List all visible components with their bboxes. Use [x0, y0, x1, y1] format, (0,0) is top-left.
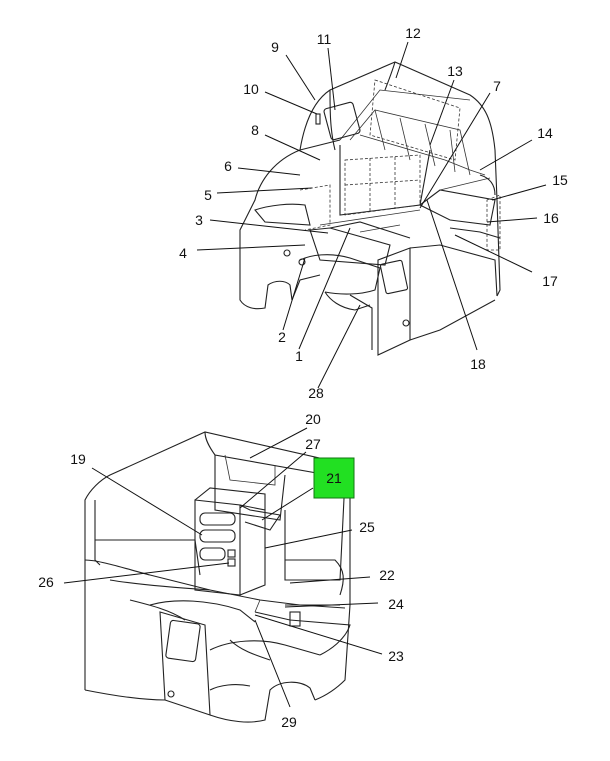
callout-13: 13	[447, 63, 463, 79]
callout-4: 4	[179, 245, 187, 261]
callout-7: 7	[493, 78, 501, 94]
callout-2: 2	[278, 329, 286, 345]
callout-8: 8	[251, 122, 259, 138]
highlight-box-21	[313, 457, 355, 499]
leader-lines	[63, 41, 547, 708]
callout-15: 15	[552, 172, 568, 188]
callout-16: 16	[543, 210, 559, 226]
callout-14: 14	[537, 125, 553, 141]
callout-19: 19	[70, 451, 86, 467]
callout-28: 28	[308, 385, 324, 401]
callout-22: 22	[379, 567, 395, 583]
callout-20: 20	[305, 411, 321, 427]
callout-23: 23	[388, 648, 404, 664]
callout-17: 17	[542, 273, 558, 289]
callout-27: 27	[305, 436, 321, 452]
callout-10: 10	[243, 81, 259, 97]
bottom-cab-illustration	[84, 431, 351, 723]
callout-29: 29	[281, 714, 297, 730]
callout-3: 3	[195, 212, 203, 228]
callout-12: 12	[405, 25, 421, 41]
top-cab-illustration	[239, 61, 501, 356]
callout-11: 11	[317, 31, 332, 47]
callout-6: 6	[224, 158, 232, 174]
callout-5: 5	[204, 187, 212, 203]
callout-26: 26	[38, 574, 54, 590]
callout-25: 25	[359, 519, 375, 535]
callout-18: 18	[470, 356, 486, 372]
callout-labels: 1 2 3 4 5 6 7 8 9 10 11 12 13 14 15 16 1…	[38, 25, 568, 730]
callout-1: 1	[295, 348, 303, 364]
callout-21: 21	[326, 470, 342, 486]
callout-24: 24	[388, 596, 404, 612]
callout-9: 9	[271, 39, 279, 55]
